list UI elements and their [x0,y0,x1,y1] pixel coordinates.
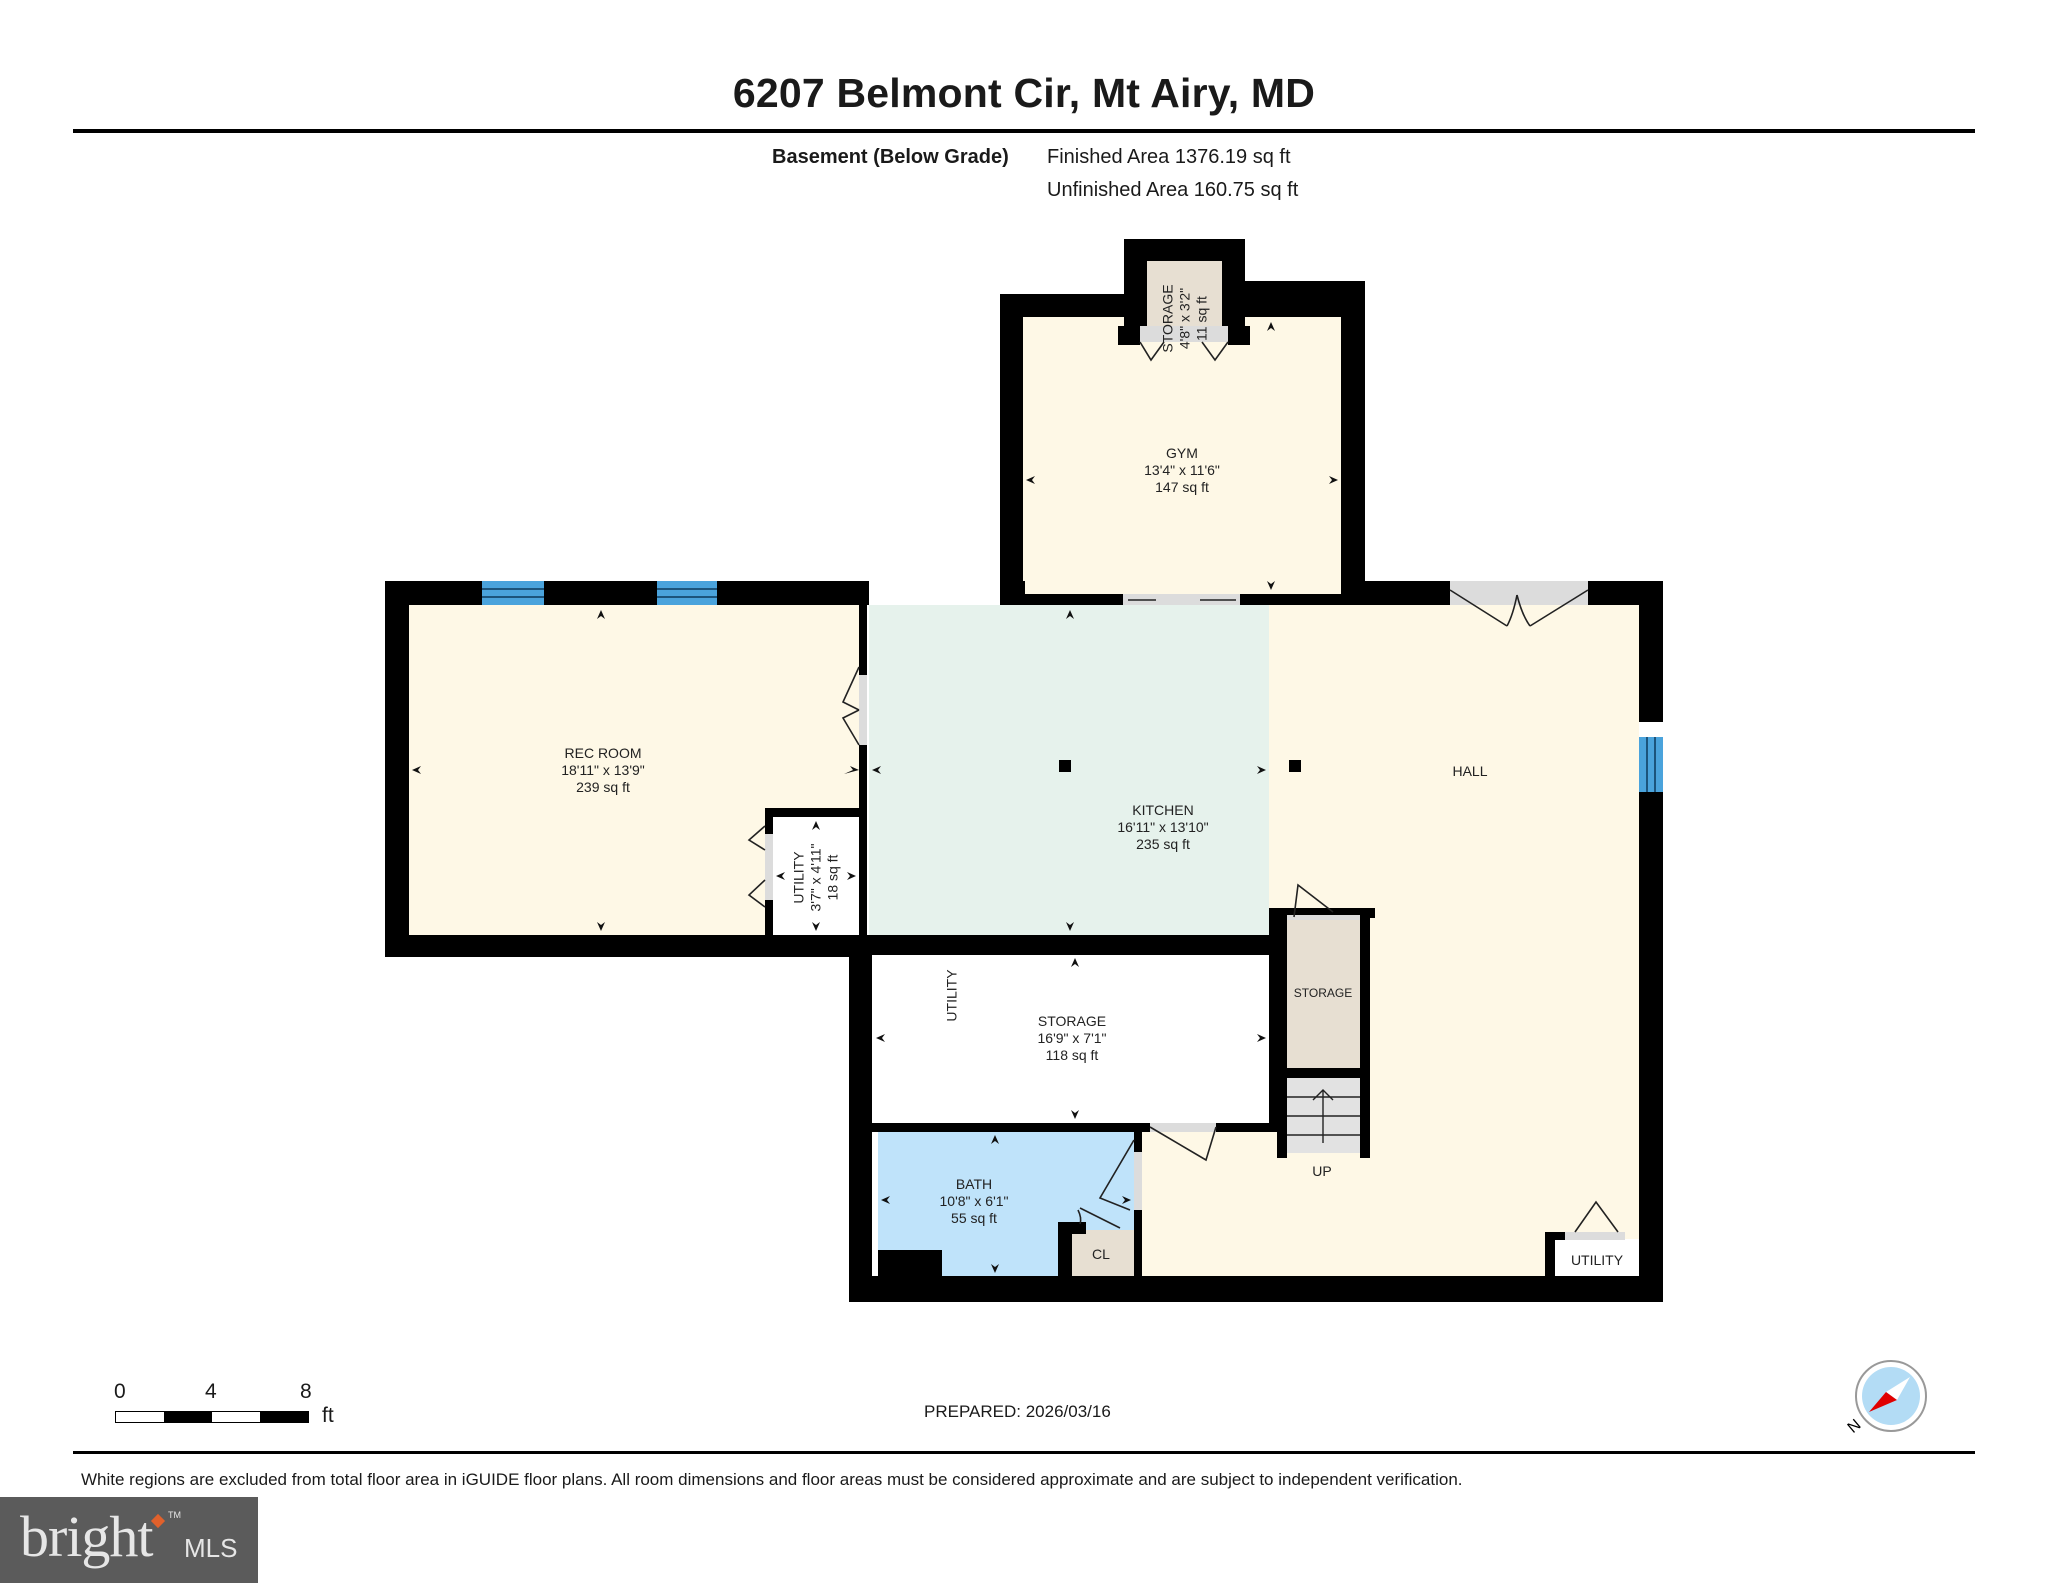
room-area: 18 sq ft [824,854,841,901]
room-name: STORAGE [1037,1013,1107,1029]
bath-label: BATH 10'8" x 6'1" 55 sq ft [924,1176,1024,1227]
scale-bar [115,1411,309,1423]
room-dims: 3'7" x 4'11" [807,843,824,912]
column-2 [1289,760,1301,772]
room-name: STORAGE [1159,284,1176,353]
room-name: GYM [1166,445,1198,461]
room-name: REC ROOM [564,745,642,761]
scale-tick-8: 8 [300,1380,312,1403]
room-dims: 16'11" x 13'10" [1117,819,1209,835]
scale-unit: ft [322,1404,334,1427]
disclaimer-text: White regions are excluded from total fl… [81,1470,1463,1489]
logo-brand: bright [20,1504,154,1569]
closet-label: CL [1092,1246,1110,1262]
room-dims: 4'8" x 3'2" [1176,287,1193,350]
storage-main-fill [872,955,1269,1123]
room-area: 235 sq ft [1136,836,1190,852]
room-area: 11 sq ft [1193,296,1210,341]
footer-divider [73,1451,1975,1454]
door-sills [765,326,1625,1240]
storage-main-label: STORAGE 16'9" x 7'1" 118 sq ft [1012,1013,1132,1064]
room-dims: 10'8" x 6'1" [939,1193,1009,1209]
walls [385,239,1663,1302]
room-dims: 16'9" x 7'1" [1037,1030,1107,1046]
column-1 [1059,760,1071,772]
room-dims: 18'11" x 13'9" [561,762,645,778]
door-swings [747,341,1619,1233]
rec-room-label: REC ROOM 18'11" x 13'9" 239 sq ft [503,745,703,796]
hall-lower-fill [1140,1125,1270,1276]
storage-stair-fill [1287,918,1360,1068]
page-title: 6207 Belmont Cir, Mt Airy, MD [732,70,1316,116]
logo-tm: TM [168,1510,181,1520]
closet-fill [1068,1230,1134,1276]
prepared-date: PREPARED: 2026/03/16 [924,1402,1111,1421]
scale-tick-4: 4 [205,1380,217,1403]
room-name: UTILITY [790,851,807,904]
level-label: Basement (Below Grade) [772,146,1009,168]
stairs-icon [1287,1089,1360,1143]
storage-small-label: STORAGE 4'8" x 3'2" 11 sq ft [1160,244,1211,394]
utility-small-label: UTILITY 3'7" x 4'11" 18 sq ft [791,803,842,953]
room-name: KITCHEN [1132,802,1194,818]
gym-label: GYM 13'4" x 11'6" 147 sq ft [1082,445,1282,496]
logo-star-icon [150,1513,166,1529]
unfinished-area: Unfinished Area 160.75 sq ft [1047,179,1299,201]
room-area: 147 sq ft [1155,479,1209,495]
room-area: 239 sq ft [576,779,630,795]
hall-label: HALL [1452,763,1488,779]
finished-area: Finished Area 1376.19 sq ft [1047,146,1291,168]
utility-small-fill [773,817,859,935]
bright-mls-logo: bright TM MLS [0,1497,258,1583]
stairs-label: UP [1312,1163,1332,1179]
gym-fill [1023,317,1341,595]
utility-hall-fill [1553,1239,1641,1279]
windows [482,581,1663,792]
scale-tick-0: 0 [114,1380,126,1403]
room-area: 55 sq ft [951,1210,997,1226]
storage-stair-label: STORAGE [1293,986,1353,1000]
logo-suffix: MLS [184,1533,238,1563]
utility-label: UTILITY [943,969,960,1022]
kitchen-label: KITCHEN 16'11" x 13'10" 235 sq ft [1063,802,1263,853]
dimension-arrows [412,322,1338,1273]
utility-hall-label: UTILITY [1570,1252,1624,1268]
room-name: BATH [955,1176,993,1192]
header-divider [73,129,1975,133]
room-area: 118 sq ft [1045,1047,1099,1063]
room-dims: 13'4" x 11'6" [1144,462,1220,478]
